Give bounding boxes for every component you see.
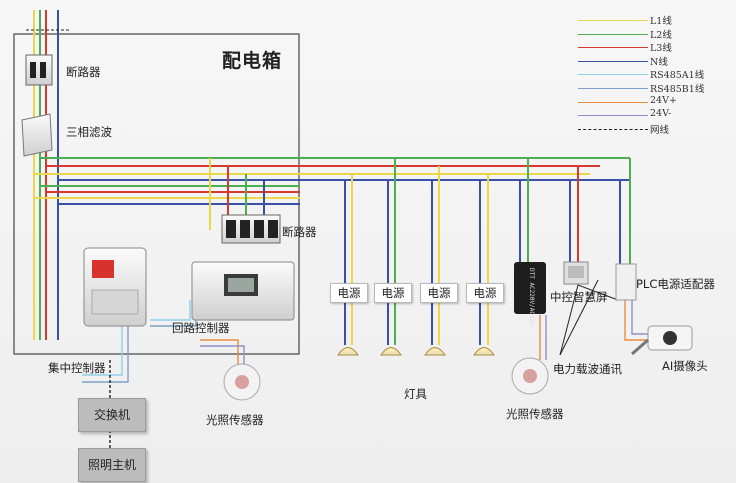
legend-swatch bbox=[578, 101, 648, 103]
ai-camera-device bbox=[631, 325, 693, 356]
legend-item: L1线 bbox=[578, 14, 728, 27]
legend-label: 24V- bbox=[650, 108, 672, 120]
power-supply-1: 电源 bbox=[330, 283, 368, 303]
light-sensor-right-device bbox=[511, 357, 549, 395]
legend-label: L2线 bbox=[650, 29, 672, 41]
label-central-controller: 集中控制器 bbox=[48, 361, 106, 375]
power-supply-4: 电源 bbox=[466, 283, 504, 303]
legend-label: N线 bbox=[650, 56, 668, 68]
legend-swatch bbox=[578, 88, 648, 89]
plc-driver-device bbox=[514, 262, 546, 314]
central-controller-device bbox=[83, 247, 147, 327]
label-lamps: 灯具 bbox=[404, 387, 427, 401]
legend-item: N线 bbox=[578, 55, 728, 68]
legend-swatch bbox=[578, 47, 648, 49]
lighting-host-box: 照明主机 bbox=[78, 448, 146, 482]
legend-item: RS485B1线 bbox=[578, 82, 728, 95]
legend-label: 网线 bbox=[650, 124, 670, 136]
legend-label: RS485B1线 bbox=[650, 84, 705, 95]
legend-item: L2线 bbox=[578, 28, 728, 41]
legend-swatch bbox=[578, 20, 648, 21]
label-light-sensor-right: 光照传感器 bbox=[506, 407, 564, 421]
legend-label: 24V+ bbox=[650, 94, 677, 106]
driver-text: DTT AC220V/AC12V bbox=[528, 268, 535, 326]
switch-box: 交换机 bbox=[78, 398, 146, 432]
control-wiring bbox=[82, 279, 650, 452]
legend-swatch bbox=[578, 74, 648, 76]
plc-adapter-device bbox=[615, 263, 637, 301]
legend-swatch bbox=[578, 115, 648, 117]
legend-swatch bbox=[578, 60, 648, 62]
label-ai-camera: AI摄像头 bbox=[662, 359, 708, 373]
mid-breakers-device bbox=[221, 214, 281, 244]
legend-label: L1线 bbox=[650, 16, 672, 27]
lamp-feed-drops bbox=[344, 158, 631, 345]
legend-item: RS485A1线 bbox=[578, 68, 728, 82]
legend-item: 24V- bbox=[578, 108, 728, 121]
top-breaker-device bbox=[25, 54, 53, 86]
distribution-box-frame bbox=[13, 33, 300, 355]
three-phase-filter-device bbox=[21, 113, 53, 157]
label-plc-comm: 电力载波通讯 bbox=[553, 362, 622, 376]
lamps-group bbox=[337, 347, 495, 356]
label-loop-controller: 回路控制器 bbox=[172, 321, 230, 335]
label-plc-adapter: PLC电源适配器 bbox=[636, 277, 715, 291]
legend-item: 网线 bbox=[578, 123, 728, 136]
legend-item: 24V+ bbox=[578, 94, 728, 108]
label-breaker-mid: 断路器 bbox=[282, 225, 317, 239]
horizontal-buses bbox=[34, 157, 630, 205]
legend-swatch bbox=[578, 128, 648, 130]
label-breaker-top: 断路器 bbox=[66, 65, 101, 79]
smart-screen-device bbox=[563, 261, 589, 285]
power-supply-3: 电源 bbox=[420, 283, 458, 303]
label-three-phase-filter: 三相滤波 bbox=[66, 125, 112, 139]
legend-label: RS485A1线 bbox=[650, 70, 705, 82]
label-smart-screen: 中控智慧屏 bbox=[550, 290, 608, 304]
legend-label: L3线 bbox=[650, 43, 672, 55]
light-sensor-left-device bbox=[223, 363, 261, 401]
power-supply-2: 电源 bbox=[374, 283, 412, 303]
legend-item: L3线 bbox=[578, 41, 728, 55]
label-light-sensor-left: 光照传感器 bbox=[206, 413, 264, 427]
panel-title: 配电箱 bbox=[222, 50, 283, 72]
legend-swatch bbox=[578, 33, 648, 35]
loop-controller-device bbox=[191, 261, 295, 321]
